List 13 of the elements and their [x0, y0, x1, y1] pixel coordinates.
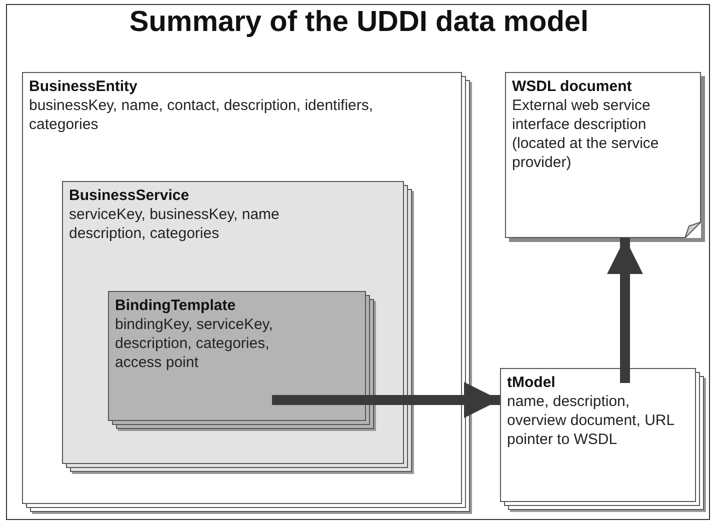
node-heading: WSDL document — [512, 77, 633, 96]
node-heading: tModel — [507, 373, 556, 392]
node-heading: BusinessEntity — [29, 77, 138, 96]
node-attributes: External web service interface description (located at the service provider) — [512, 96, 660, 172]
arrow — [272, 382, 500, 418]
title: Summary of the UDDI data model — [128, 6, 590, 39]
node-attributes: name, description, overview document, URL pointer to WSDL — [507, 392, 676, 449]
node-heading: BusinessService — [69, 186, 190, 205]
arrow — [607, 238, 643, 383]
node-heading: BindingTemplate — [115, 296, 237, 315]
node-attributes: serviceKey, businessKey, name description, categories — [69, 205, 280, 243]
node-attributes: businessKey, name, contact, description, identifiers, categories — [29, 96, 374, 134]
node-attributes: bindingKey, serviceKey, description, categories, access point — [115, 315, 274, 372]
